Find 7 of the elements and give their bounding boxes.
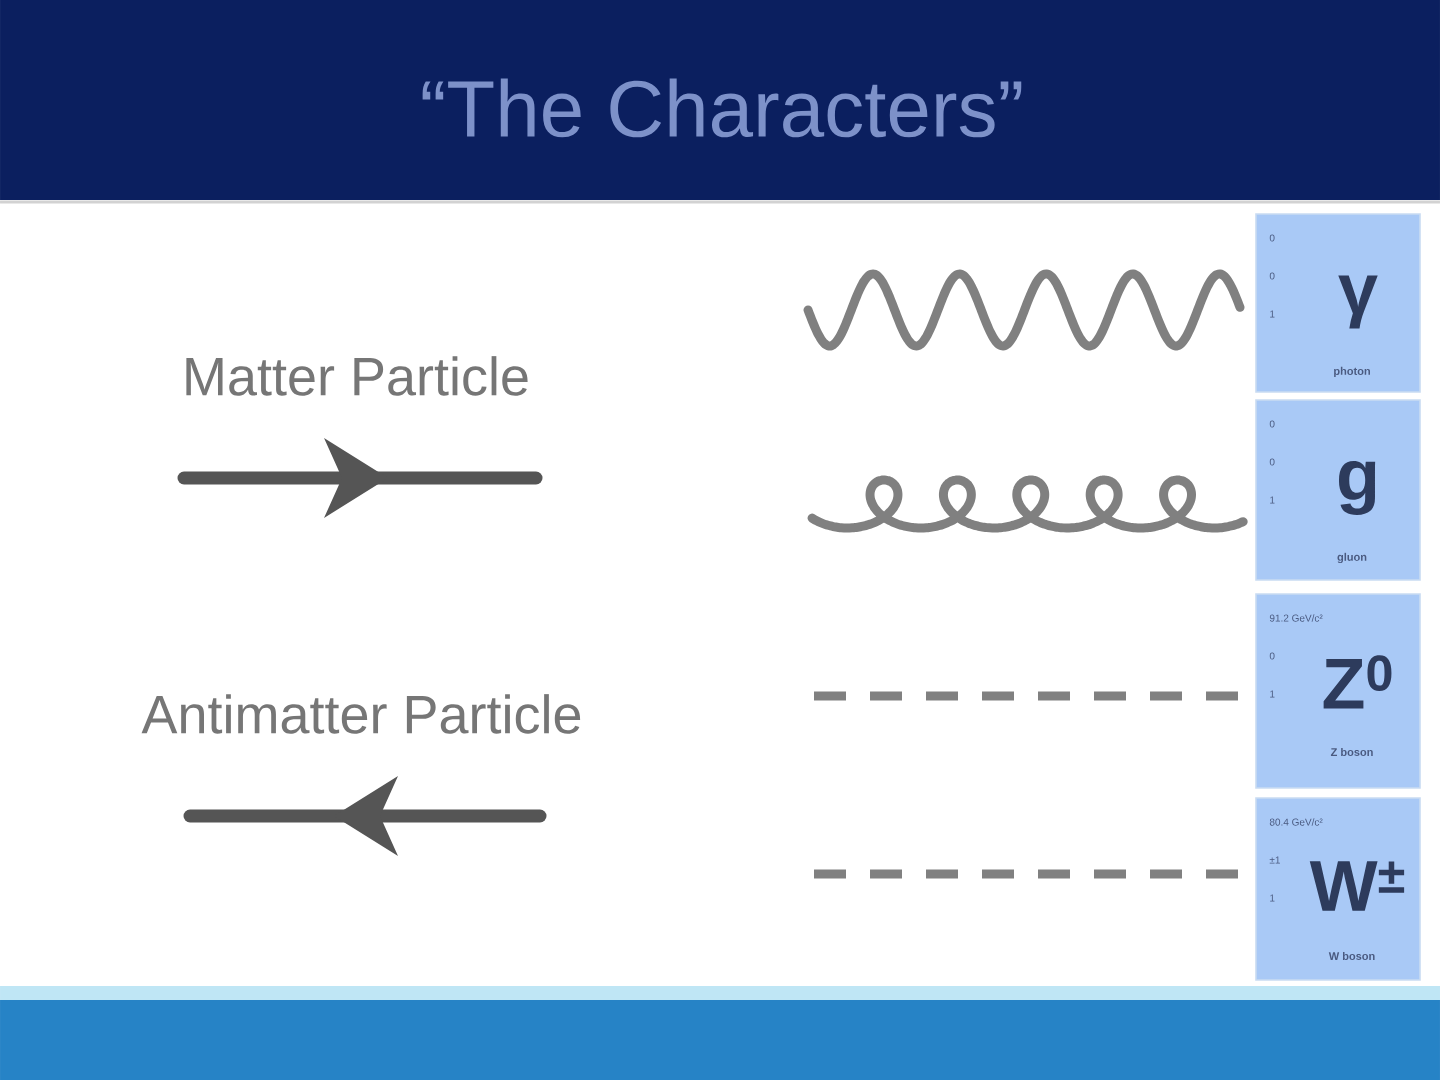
text-label: Matter Particle [186, 356, 528, 396]
particle-symbol: Z$^{0}$ [1323, 655, 1392, 709]
particle-symbol: W$^{±}$ [1309, 861, 1405, 911]
slide-title: “The Characters” [422, 78, 1022, 138]
particle-symbol: γ [1338, 275, 1378, 329]
text-label: Antimatter Particle [141, 694, 581, 734]
particle-symbol: g [1338, 460, 1376, 515]
